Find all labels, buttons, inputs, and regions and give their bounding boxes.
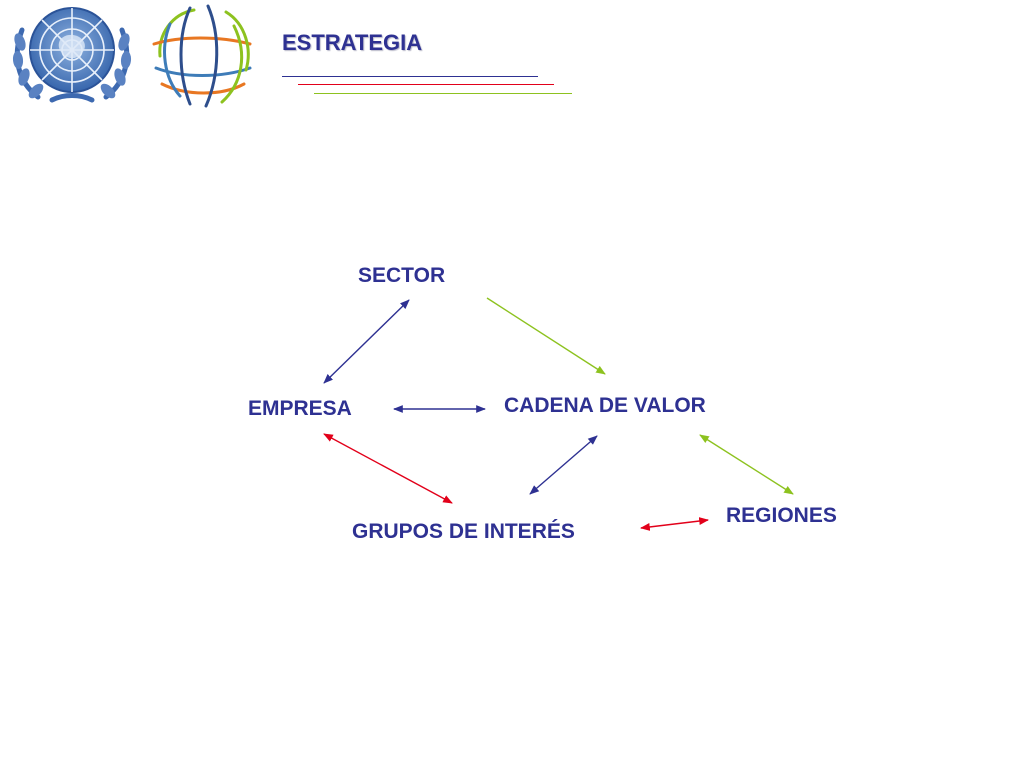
node-cadena-de-valor: CADENA DE VALOR	[504, 394, 706, 417]
node-grupos-de-interes: GRUPOS DE INTERÉS	[352, 520, 575, 543]
un-emblem-icon	[12, 7, 132, 103]
arrow-empresa-grupos	[323, 433, 453, 504]
page-title: ESTRATEGIA	[282, 30, 423, 55]
arrow-grupos-regiones	[640, 517, 709, 531]
arrow-cadena-grupos	[529, 435, 598, 495]
globe-lines-icon	[152, 4, 252, 108]
arrow-sector-empresa	[323, 299, 410, 384]
title-rule-green	[314, 93, 572, 94]
title-rule-orange	[298, 84, 554, 85]
node-regiones: REGIONES	[726, 504, 837, 527]
arrow-cadena-regiones	[699, 434, 794, 495]
title-rule-blue	[282, 76, 538, 77]
node-sector: SECTOR	[358, 264, 446, 287]
node-empresa: EMPRESA	[248, 397, 352, 420]
arrow-sector-cadena	[486, 297, 606, 375]
